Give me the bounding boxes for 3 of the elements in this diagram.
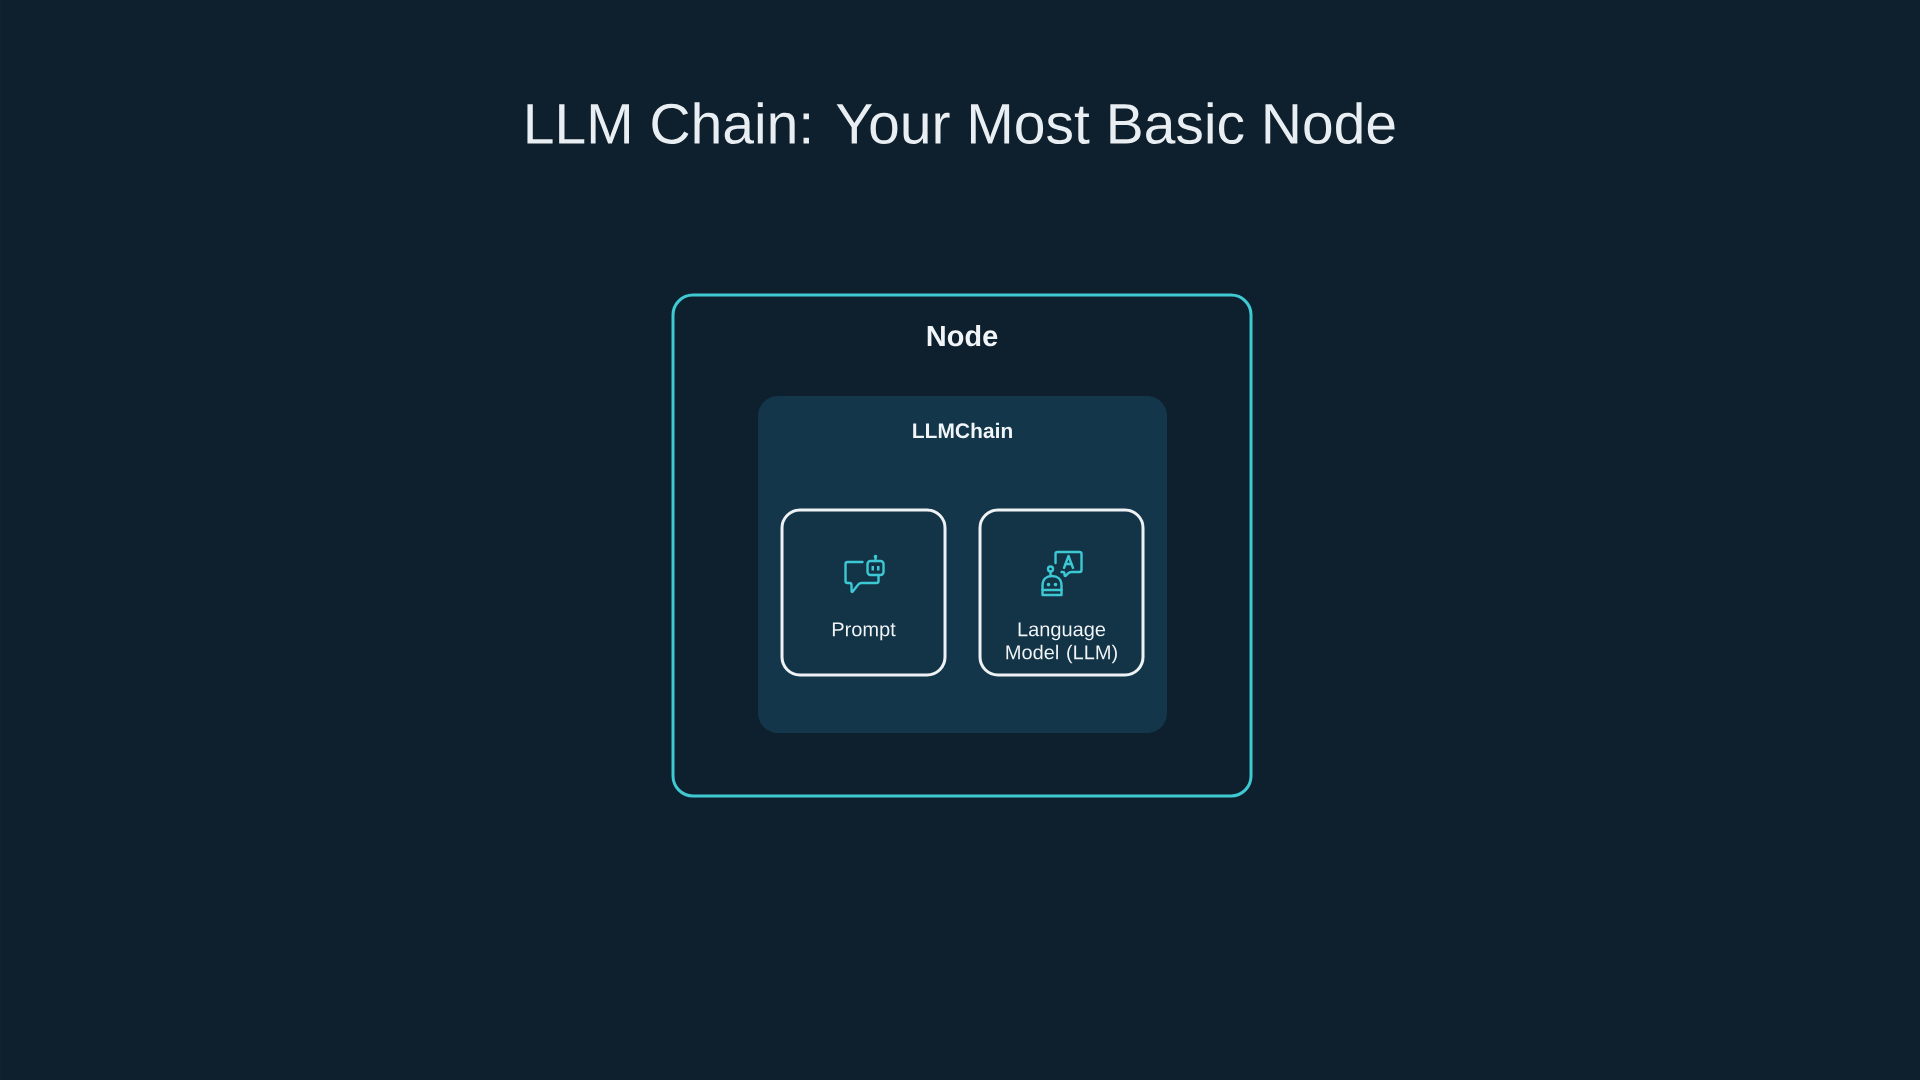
slide-title: LLM Chain: Your Most Basic Node	[527, 102, 1395, 145]
component-card: Language Model (LLM)	[978, 508, 1145, 677]
component-card: Prompt	[780, 508, 947, 677]
